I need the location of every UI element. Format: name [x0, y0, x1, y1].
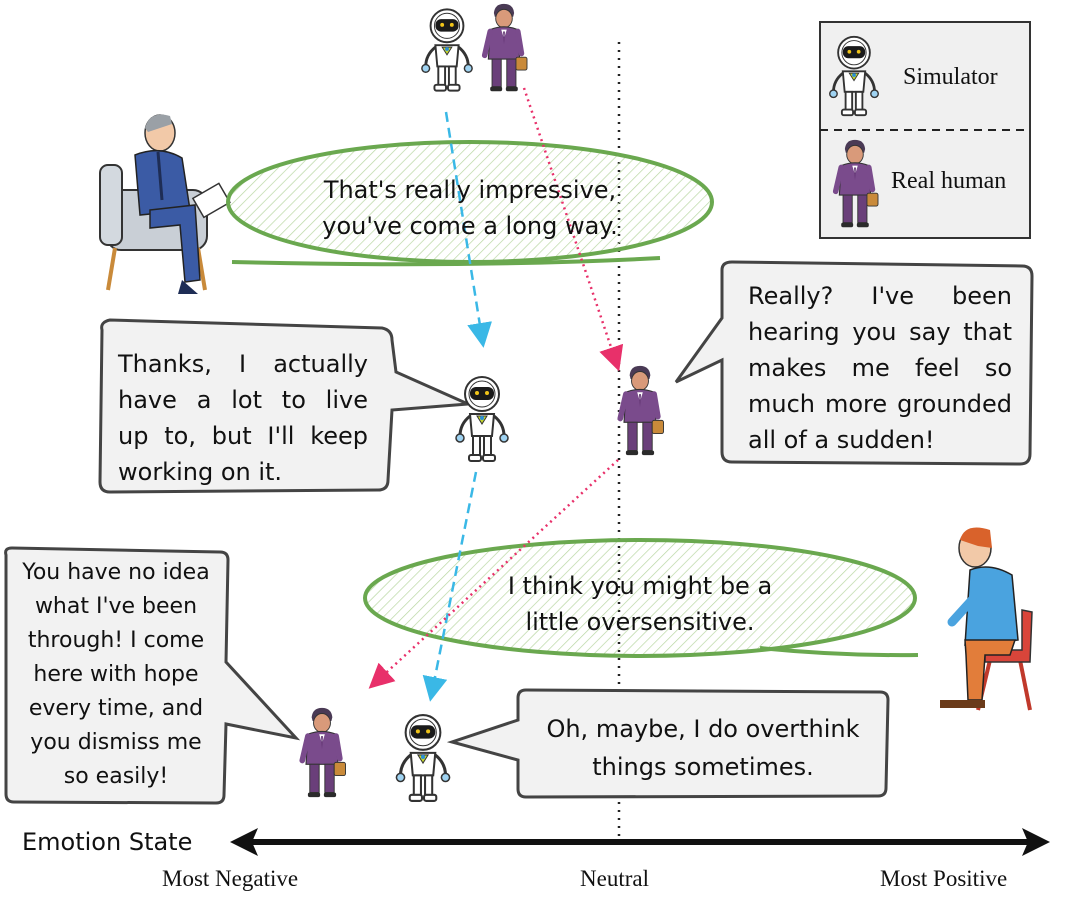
response-line: things sometimes. [592, 753, 814, 781]
axis-label-neutral: Neutral [580, 866, 649, 891]
therapist-seated-left-icon [99, 114, 231, 294]
response-line: you dismiss me [30, 730, 202, 755]
human-icon [302, 708, 345, 797]
simulator-response-box-1 [98, 318, 469, 494]
simulator-trajectory-arrow-1 [444, 111, 492, 348]
human-trajectory-arrow-1 [522, 87, 624, 372]
response-line: up to, but I'll keep [118, 422, 368, 450]
simulator-response-text-2: Oh, maybe, I do overthink things sometim… [520, 710, 886, 786]
robot-icon [394, 713, 452, 803]
response-line: all of a sudden! [748, 426, 935, 454]
human-response-box-1 [674, 260, 1034, 466]
human-response-text-2: You have no idea what I've been through!… [8, 556, 224, 794]
legend-human-label: Real human [891, 168, 1007, 194]
response-line: much more grounded [748, 390, 1012, 418]
human-response-text-1: Really? I've been hearing you say that m… [748, 278, 1012, 458]
robot-icon [420, 7, 474, 93]
emotion-axis [230, 828, 1050, 856]
human-trajectory-arrow-2 [368, 459, 619, 689]
bubble-line: little oversensitive. [525, 608, 755, 636]
axis-title: Emotion State [22, 828, 193, 856]
bubble-line: I think you might be a [507, 572, 773, 600]
bubble-line: you've come a long way. [322, 212, 618, 240]
legend-simulator-label: Simulator [903, 64, 998, 90]
robot-icon [454, 375, 510, 463]
therapist-seated-right-icon [940, 527, 1033, 711]
response-line: here with hope [33, 662, 199, 687]
response-line: what I've been [34, 594, 198, 619]
response-line: Oh, maybe, I do overthink [546, 715, 860, 743]
therapist-bubble-bottom-text: I think you might be a little oversensit… [460, 568, 820, 640]
bubble-line: That's really impressive, [323, 176, 617, 204]
response-line: makes me feel so [748, 354, 1012, 382]
response-line: have a lot to live [118, 386, 368, 414]
simulator-trajectory-arrow-2 [422, 471, 478, 702]
response-line: every time, and [28, 696, 204, 721]
response-line: working on it. [118, 458, 283, 486]
human-icon [620, 366, 663, 455]
response-line: You have no idea [22, 560, 210, 585]
therapist-bubble-top-text: That's really impressive, you've come a … [290, 172, 650, 244]
response-line: hearing you say that [748, 318, 1012, 346]
response-line: so easily! [63, 764, 169, 789]
legend [819, 21, 1031, 239]
therapist-bubble-bottom [363, 538, 919, 658]
simulator-response-text-1: Thanks, I actually have a lot to live up… [118, 346, 368, 490]
response-line: through! I come [27, 628, 205, 653]
response-line: Thanks, I actually [118, 350, 368, 378]
human-icon [485, 4, 527, 91]
response-line: Really? I've been [748, 282, 1012, 310]
human-response-box-2 [4, 546, 301, 805]
axis-label-negative: Most Negative [162, 866, 299, 891]
axis-label-positive: Most Positive [880, 866, 1008, 891]
simulator-response-box-2 [446, 688, 890, 799]
